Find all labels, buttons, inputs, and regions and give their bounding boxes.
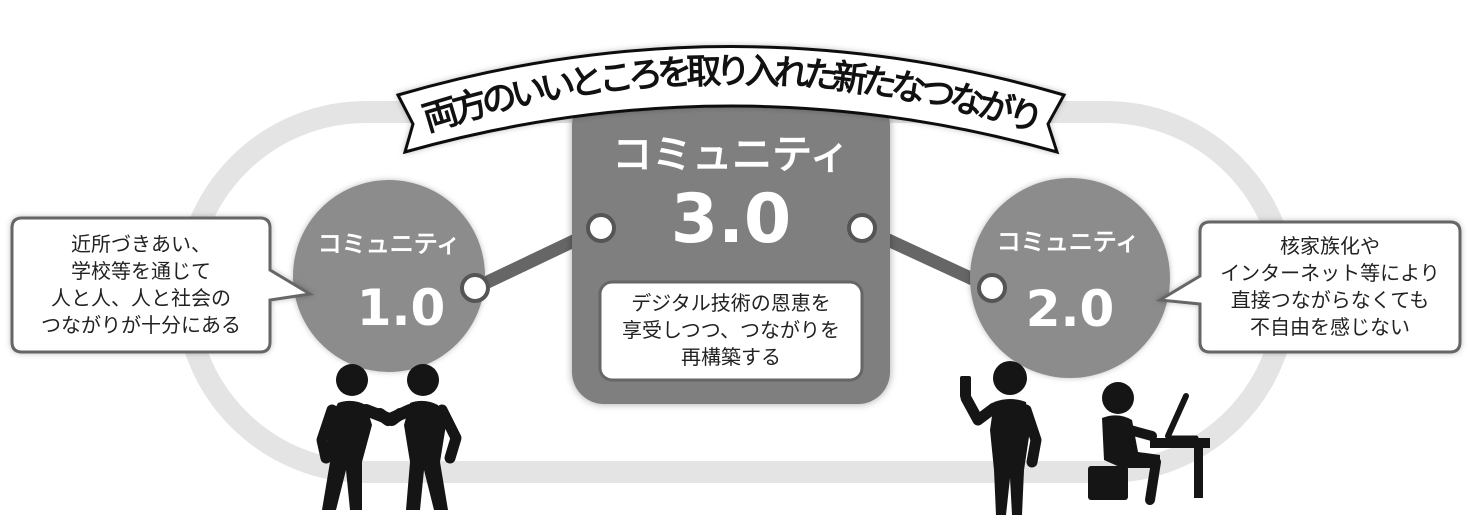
banner-char: い — [507, 70, 550, 116]
bubble-line: 不自由を感じない — [1250, 315, 1410, 339]
bubble-line: つながりが十分にある — [41, 313, 241, 337]
community-1-title: コミュニティ — [318, 230, 461, 258]
bubble-line: 人と人、人と社会の — [51, 286, 231, 310]
banner-char: な — [888, 66, 930, 112]
connector-joint — [977, 273, 1007, 303]
community-3-title: コミュニティ — [612, 132, 850, 178]
bubble-line: インターネット等により — [1220, 261, 1440, 285]
banner-char: 取 — [686, 52, 722, 93]
community-2-speech-bubble: 核家族化や インターネット等により 直接つながらなくても 不自由を感じない — [1155, 220, 1462, 354]
community-1-speech-bubble: 近所づきあい、 学校等を通じて 人と人、人と社会の つながりが十分にある — [10, 216, 315, 354]
connector-joint — [847, 213, 877, 243]
community-3-node: コミュニティ 3.0 デジタル技術の恩恵を 享受しつつ、つながりを 再構築する — [572, 94, 890, 404]
community-1-node: コミュニティ 1.0 — [293, 180, 485, 372]
banner-char: こ — [597, 57, 637, 101]
community-1-version: 1.0 — [357, 279, 446, 337]
community-3-description-line: 再構築する — [681, 345, 781, 369]
community-3-description-line: 享受しつつ、つながりを — [622, 318, 840, 342]
bubble-line: 核家族化や — [1280, 234, 1380, 258]
bubble-line: 近所づきあい、 — [71, 232, 211, 256]
community-3-version: 3.0 — [671, 180, 791, 259]
banner-char: と — [567, 60, 608, 105]
banner-char: 入 — [744, 52, 780, 93]
banner-char: ろ — [626, 54, 664, 97]
banner-char: つ — [916, 71, 959, 117]
community-3-description-line: デジタル技術の恩恵を — [631, 291, 831, 315]
bubble-line: 直接つながらなくても — [1231, 288, 1429, 312]
person-phone-icon — [960, 361, 1042, 515]
community-3-description-box — [598, 280, 864, 382]
connector-joint — [586, 213, 616, 243]
person-laptop-icon — [1088, 382, 1210, 505]
handshake-people-icon — [316, 364, 462, 510]
banner-char: た — [859, 61, 900, 106]
banner-char: 新 — [830, 57, 870, 101]
banner-char: を — [656, 53, 693, 95]
community-2-node: コミュニティ 2.0 — [970, 178, 1170, 378]
banner-char: い — [537, 65, 579, 111]
banner-char: り — [716, 52, 751, 92]
banner-char: れ — [773, 53, 810, 95]
connector-joint — [460, 273, 490, 303]
banner-char: た — [802, 55, 841, 98]
community-2-title: コミュニティ — [997, 228, 1140, 256]
bubble-line: 学校等を通じて — [71, 259, 211, 283]
community-2-version: 2.0 — [1026, 280, 1115, 338]
